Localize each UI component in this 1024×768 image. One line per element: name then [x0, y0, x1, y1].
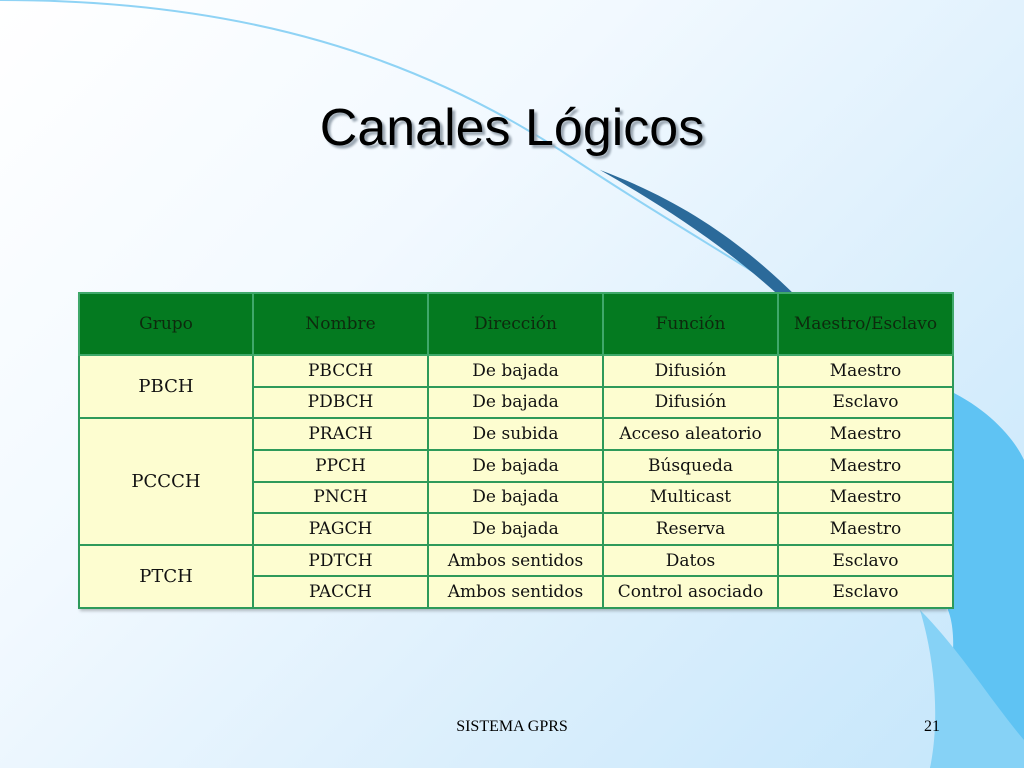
- table-row: PAGCH De bajada Reserva Maestro: [79, 512, 954, 546]
- cell-nombre: PNCH: [252, 480, 429, 515]
- cell-direccion: Ambos sentidos: [427, 575, 604, 609]
- cell-rol: Esclavo: [777, 575, 954, 609]
- cell-nombre: PACCH: [252, 575, 429, 609]
- cell-direccion: De bajada: [427, 385, 604, 420]
- cell-funcion: Búsqueda: [602, 448, 779, 483]
- cell-direccion: De bajada: [427, 448, 604, 483]
- cell-direccion: De subida: [427, 417, 604, 451]
- cell-nombre: PDBCH: [252, 385, 429, 420]
- column-header-funcion: Función: [602, 292, 779, 356]
- cell-nombre: PDTCH: [252, 543, 429, 578]
- table-header-row: Grupo Nombre Dirección Función Maestro/E…: [78, 292, 954, 356]
- cell-rol: Maestro: [777, 480, 954, 515]
- group-cell-pbch: PBCH: [78, 353, 254, 420]
- cell-rol: Esclavo: [777, 385, 954, 420]
- slide-title: Canales Lógicos: [319, 99, 705, 157]
- column-header-nombre: Nombre: [252, 292, 429, 356]
- footer-text: SISTEMA GPRS: [456, 718, 568, 735]
- cell-rol: Maestro: [777, 417, 954, 451]
- cell-funcion: Acceso aleatorio: [602, 417, 779, 451]
- cell-direccion: Ambos sentidos: [427, 543, 604, 578]
- table-row: PBCH PBCCH De bajada Difusión Maestro: [78, 353, 954, 420]
- cell-funcion: Control asociado: [602, 575, 779, 609]
- cell-funcion: Datos: [602, 543, 779, 578]
- cell-nombre: PBCCH: [252, 354, 429, 388]
- cell-nombre: PPCH: [252, 448, 429, 483]
- table-row: PACCH Ambos sentidos Control asociado Es…: [79, 575, 954, 609]
- background-swoosh-line: [0, 0, 561, 151]
- group-cell-pccch: PCCCH: [78, 417, 254, 546]
- cell-rol: Maestro: [777, 448, 954, 483]
- table-row: PCCCH PRACH De subida Acceso aleatorio M…: [78, 417, 954, 546]
- group-cell-ptch: PTCH: [78, 543, 254, 610]
- cell-funcion: Reserva: [602, 512, 779, 546]
- table-row: PDBCH De bajada Difusión Esclavo: [79, 385, 954, 420]
- background-swoosh-dark: [600, 170, 800, 302]
- background-swoosh-large-light: [920, 610, 1024, 768]
- table-row: PTCH PDTCH Ambos sentidos Datos Esclavo: [78, 543, 954, 610]
- column-header-direccion: Dirección: [427, 292, 604, 356]
- cell-direccion: De bajada: [427, 480, 604, 515]
- channels-table-container: Grupo Nombre Dirección Función Maestro/E…: [78, 292, 954, 610]
- cell-nombre: PRACH: [252, 417, 429, 451]
- table-row: PNCH De bajada Multicast Maestro: [79, 480, 954, 515]
- page-number: 21: [924, 718, 940, 735]
- cell-rol: Maestro: [777, 512, 954, 546]
- cell-funcion: Difusión: [602, 354, 779, 388]
- cell-rol: Esclavo: [777, 543, 954, 578]
- cell-direccion: De bajada: [427, 354, 604, 388]
- logical-channels-table: Grupo Nombre Dirección Función Maestro/E…: [78, 292, 954, 610]
- column-header-grupo: Grupo: [78, 292, 254, 356]
- cell-funcion: Multicast: [602, 480, 779, 515]
- cell-direccion: De bajada: [427, 512, 604, 546]
- table-row: PPCH De bajada Búsqueda Maestro: [79, 448, 954, 483]
- cell-nombre: PAGCH: [252, 512, 429, 546]
- cell-funcion: Difusión: [602, 385, 779, 420]
- column-header-maestro-esclavo: Maestro/Esclavo: [777, 292, 954, 356]
- cell-rol: Maestro: [777, 354, 954, 388]
